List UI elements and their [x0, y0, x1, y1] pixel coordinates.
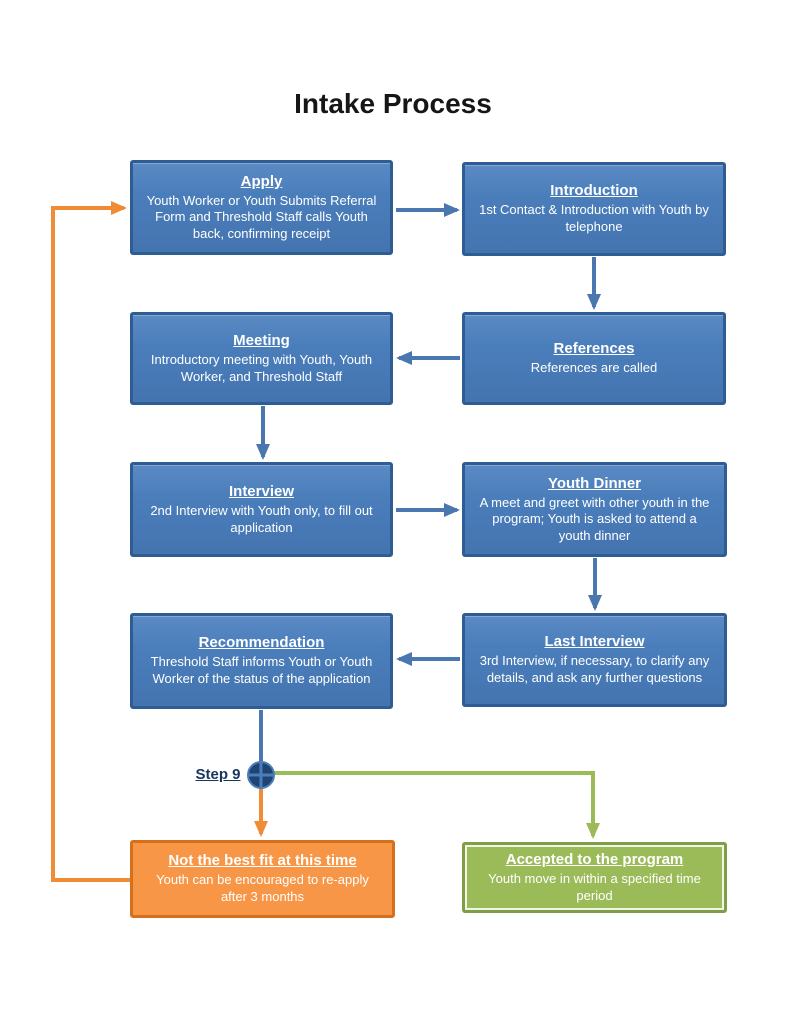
node-youth-dinner-body: A meet and greet with other youth in the…: [479, 494, 710, 543]
node-apply-body: Youth Worker or Youth Submits Referral F…: [146, 192, 377, 241]
node-youth-dinner-title: Youth Dinner: [547, 474, 642, 492]
node-introduction-body: 1st Contact & Introduction with Youth by…: [479, 202, 709, 234]
node-references-body: References are called: [530, 360, 658, 376]
node-last-interview-title: Last Interview: [544, 633, 645, 651]
step9-label: Step 9: [195, 766, 241, 783]
page-title: Intake Process: [294, 88, 492, 119]
node-not-the-best-fit-body: Youth can be encouraged to re-apply afte…: [156, 872, 369, 904]
node-accepted: Accepted to the program Youth move in wi…: [462, 842, 727, 913]
node-youth-dinner: Youth Dinner A meet and greet with other…: [462, 462, 727, 557]
node-introduction-title: Introduction: [550, 182, 638, 200]
node-recommendation-title: Recommendation: [198, 634, 325, 652]
node-not-the-best-fit-title: Not the best fit at this time: [168, 852, 357, 870]
node-meeting-title: Meeting: [233, 331, 290, 349]
connector-junction-to-accepted: [273, 771, 600, 839]
node-interview-body: 2nd Interview with Youth only, to fill o…: [150, 502, 373, 535]
connector-not-fit-loop-to-apply: [51, 201, 132, 882]
node-meeting-body: Introductory meeting with Youth, Youth W…: [150, 351, 373, 384]
node-introduction: Introduction 1st Contact & Introduction …: [462, 162, 726, 256]
node-apply: Apply Youth Worker or Youth Submits Refe…: [130, 160, 393, 255]
node-recommendation-body: Threshold Staff informs Youth or Youth W…: [150, 654, 373, 686]
node-accepted-body: Youth move in within a specified time pe…: [488, 870, 701, 903]
node-last-interview: Last Interview 3rd Interview, if necessa…: [462, 613, 727, 707]
node-accepted-title: Accepted to the program: [505, 850, 684, 868]
node-apply-title: Apply: [240, 172, 283, 190]
node-interview: Interview 2nd Interview with Youth only,…: [130, 462, 393, 557]
node-recommendation: Recommendation Threshold Staff informs Y…: [130, 613, 393, 709]
node-last-interview-body: 3rd Interview, if necessary, to clarify …: [479, 653, 710, 685]
node-meeting: Meeting Introductory meeting with Youth,…: [130, 312, 393, 405]
node-references-title: References: [553, 340, 635, 358]
node-interview-title: Interview: [228, 482, 295, 500]
node-references: References References are called: [462, 312, 726, 405]
node-not-the-best-fit: Not the best fit at this time Youth can …: [130, 840, 395, 918]
step9-junction-icon: [247, 761, 275, 789]
